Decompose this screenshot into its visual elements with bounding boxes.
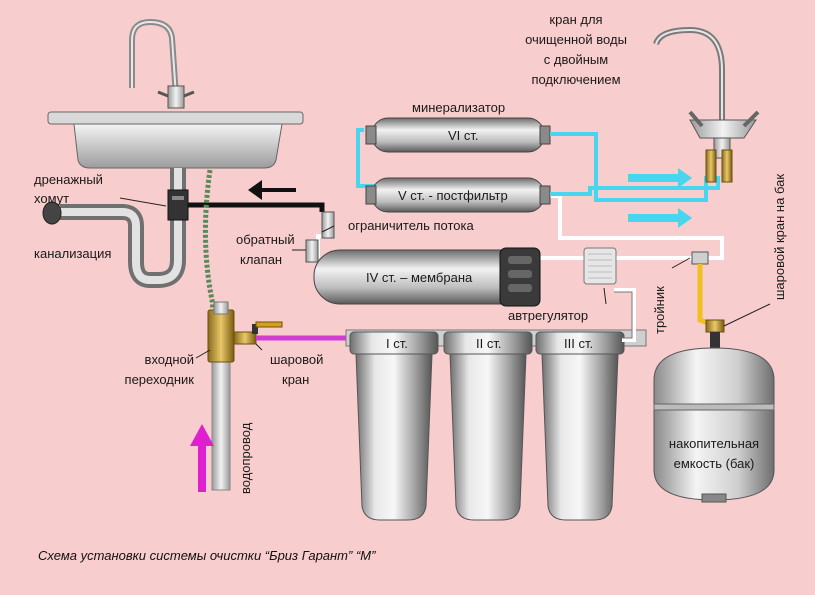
stage1-housing: [349, 331, 439, 521]
inlet-flow-arrow: [190, 424, 214, 492]
stage3-housing: [535, 331, 625, 521]
leader-lines: [119, 197, 771, 359]
svg-text:шаровой: шаровой: [270, 352, 323, 367]
sink-assembly: [42, 18, 325, 288]
clean-flow-arrow-2: [628, 208, 692, 228]
auto-regulator: [583, 247, 617, 285]
drain-line: [188, 202, 325, 212]
stage1-label: I ст.: [386, 336, 408, 351]
sink-faucet: [129, 18, 179, 97]
tank-ball-valve: [705, 319, 725, 333]
water-supply-tube: [202, 169, 217, 321]
check-valve-label: обратный клапан: [236, 232, 295, 267]
sewer-label: канализация: [34, 246, 111, 261]
inlet-adapter: [207, 309, 235, 363]
ball-valve-label: шаровой кран: [270, 352, 323, 387]
storage-tank: [653, 347, 775, 501]
check-valve: [305, 239, 319, 263]
stage5-label: V ст. - постфильтр: [398, 188, 508, 203]
stage4-label: IV ст. – мембрана: [366, 270, 473, 285]
stage2-housing: [443, 331, 533, 521]
svg-text:подключением: подключением: [531, 72, 620, 87]
tank-label: накопительная емкость (бак): [669, 436, 759, 471]
svg-text:кран для: кран для: [549, 12, 602, 27]
clean-flow-arrow-1: [628, 168, 692, 188]
post-filters: [356, 117, 720, 228]
stage3-label: III ст.: [564, 336, 593, 351]
svg-text:обратный: обратный: [236, 232, 295, 247]
flow-limiter: [321, 211, 335, 239]
svg-text:переходник: переходник: [125, 372, 195, 387]
tank-line: [697, 264, 717, 329]
prefilter-block: [345, 329, 647, 521]
svg-text:очищенной воды: очищенной воды: [525, 32, 627, 47]
svg-text:хомут: хомут: [34, 191, 69, 206]
svg-text:накопительная: накопительная: [669, 436, 759, 451]
flow-limiter-label: ограничитель потока: [348, 218, 474, 233]
clean-water-line-1: [550, 132, 708, 202]
drain-clamp-label: дренажный хомут: [34, 172, 103, 206]
connection-lines-outline: [614, 291, 633, 339]
tank-assembly: [653, 251, 775, 503]
drain-clamp: [167, 189, 189, 221]
svg-text:с двойным: с двойным: [544, 52, 608, 67]
svg-text:кран: кран: [282, 372, 309, 387]
sink-bowl: [73, 123, 283, 169]
diagram-caption: Схема установки системы очистки “Бриз Га…: [38, 548, 376, 563]
svg-text:емкость (бак): емкость (бак): [674, 456, 755, 471]
inlet-adapter-label: входной переходник: [125, 352, 195, 387]
tank-ball-valve-label: шаровой кран на бак: [772, 174, 787, 300]
water-supply: [190, 169, 356, 492]
tee-label: тройник: [652, 286, 667, 334]
auto-regulator-label: автрегулятор: [508, 308, 588, 323]
water-supply-label: водопровод: [238, 422, 253, 494]
membrane-housing: [305, 211, 541, 307]
mineralizer-label: минерализатор: [412, 100, 505, 115]
dual-faucet: [653, 26, 760, 183]
drain-flow-arrow: [248, 180, 296, 200]
tee-fitting: [691, 251, 709, 265]
sewer-pipe-end: [42, 201, 62, 225]
stage2-label: II ст.: [476, 336, 501, 351]
svg-text:входной: входной: [145, 352, 194, 367]
faucet-label: кран для очищенной воды с двойным подклю…: [525, 12, 627, 87]
stage6-label: VI ст.: [448, 128, 479, 143]
svg-text:клапан: клапан: [240, 252, 282, 267]
clean-water-line-2: [550, 176, 720, 196]
svg-text:дренажный: дренажный: [34, 172, 103, 187]
